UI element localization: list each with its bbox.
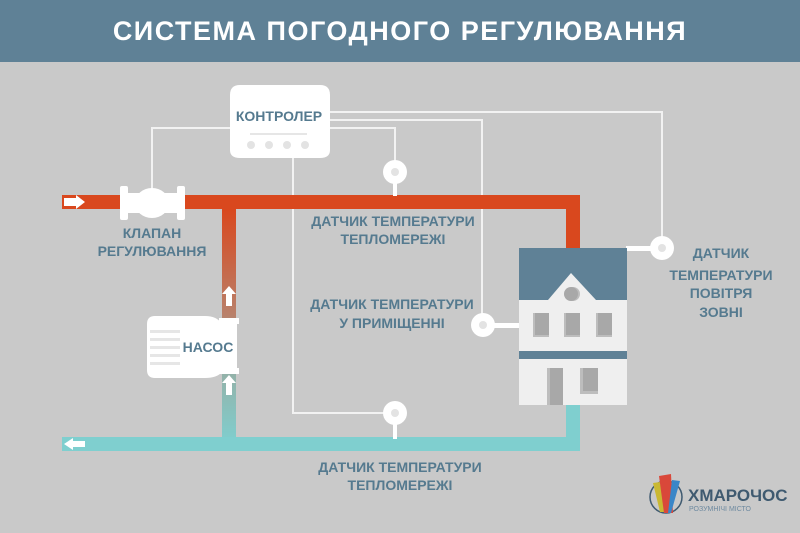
wire-valve: [151, 127, 230, 190]
return-arrow-icon: [64, 438, 85, 450]
logo: ХМАРОЧОС РОЗУМНІЧІ МІСТО: [649, 474, 788, 514]
supply-sensor-label-line2: ТЕПЛОМЕРЕЖІ: [341, 231, 446, 247]
logo-tagline: РОЗУМНІЧІ МІСТО: [689, 506, 752, 513]
wire-return: [292, 155, 388, 414]
wire-outdoor: [328, 111, 663, 240]
valve-icon: [120, 186, 185, 220]
pump-label: НАСОС: [183, 339, 234, 355]
pump-icon: НАСОС: [147, 316, 239, 378]
valve-label-line1: КЛАПАН: [123, 225, 182, 241]
supply-sensor-label-line1: ДАТЧИК ТЕМПЕРАТУРИ: [311, 213, 474, 229]
return-sensor-label-line2: ТЕПЛОМЕРЕЖІ: [348, 477, 453, 493]
indoor-sensor-label-line1: ДАТЧИК ТЕМПЕРАТУРИ: [310, 296, 473, 312]
indicator-dot: [265, 141, 273, 149]
header-bar: СИСТЕМА ПОГОДНОГО РЕГУЛЮВАННЯ: [0, 0, 800, 62]
outdoor-sensor-icon: [626, 236, 674, 260]
valve-label-line2: РЕГУЛЮВАННЯ: [98, 243, 207, 259]
signal-wires: [151, 111, 663, 414]
controller-box: КОНТРОЛЕР: [230, 85, 330, 158]
page-title: СИСТЕМА ПОГОДНОГО РЕГУЛЮВАННЯ: [112, 15, 688, 46]
return-pipe-riser: [566, 405, 580, 451]
return-pipe: [62, 437, 580, 451]
indoor-sensor-icon: [471, 313, 521, 337]
return-sensor-label-line1: ДАТЧИК ТЕМПЕРАТУРИ: [318, 459, 481, 475]
outdoor-sensor-label-line2: ТЕМПЕРАТУРИ: [669, 267, 772, 283]
indoor-sensor-label-line2: У ПРИМІЩЕННІ: [339, 315, 444, 331]
flow-up-arrow-icon: [222, 286, 236, 306]
indicator-dot: [247, 141, 255, 149]
outdoor-sensor-label-line1: ДАТЧИК: [693, 245, 750, 261]
supply-sensor-icon: [383, 160, 407, 196]
house-icon: [519, 248, 627, 405]
indicator-dot: [283, 141, 291, 149]
return-sensor-icon: [383, 401, 407, 439]
wire-indoor: [328, 119, 483, 316]
controller-label: КОНТРОЛЕР: [236, 108, 322, 124]
wire-supply: [328, 127, 396, 165]
outdoor-sensor-label-line3: ПОВІТРЯ: [690, 285, 753, 301]
supply-pipe-riser: [566, 195, 580, 248]
outdoor-sensor-label-line4: ЗОВНІ: [699, 304, 743, 320]
indicator-dot: [301, 141, 309, 149]
supply-pipe: [62, 195, 580, 209]
supply-arrow-icon: [64, 195, 85, 209]
flow-up-arrow-icon: [222, 375, 236, 395]
logo-name: ХМАРОЧОС: [688, 486, 788, 505]
